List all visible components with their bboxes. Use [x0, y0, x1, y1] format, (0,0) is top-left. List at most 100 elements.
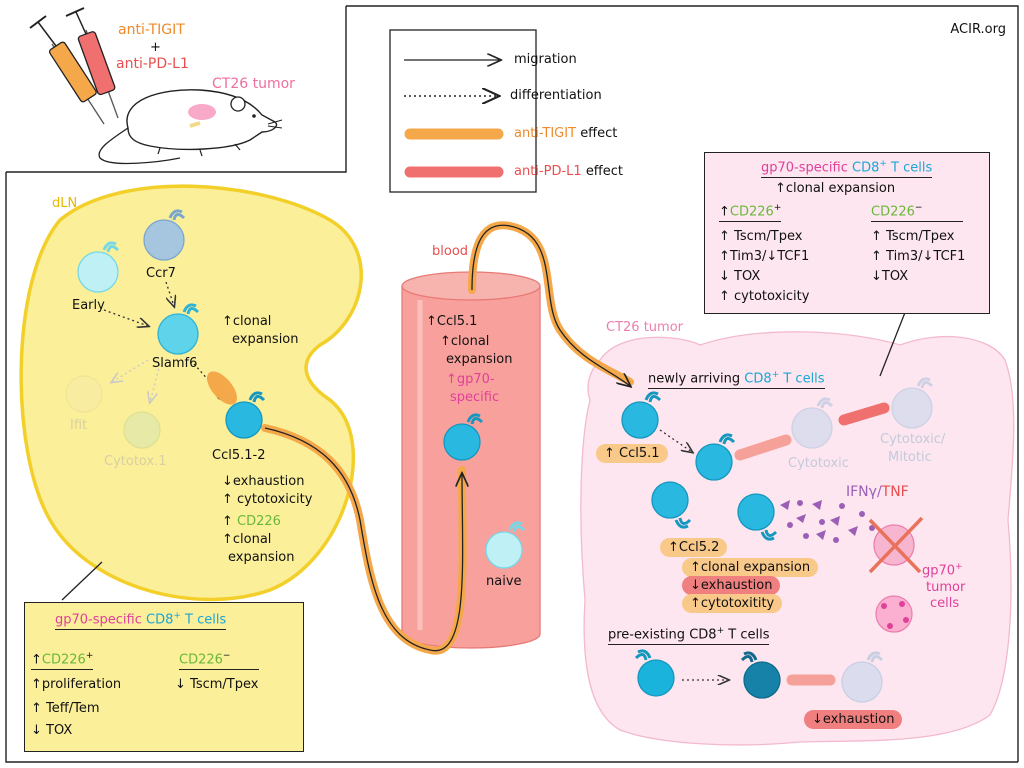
ccl5-effect-cd226: ↑ CD226: [222, 514, 281, 529]
site-label: ACIR.org: [950, 22, 1006, 37]
ifn-tnf-label: IFNγ/TNF: [846, 484, 909, 500]
cell-early: [77, 241, 120, 293]
tumor-box-neg-head: CD226−: [871, 203, 963, 222]
plus-sign: +: [150, 40, 161, 55]
dln-title: dLN: [52, 196, 78, 211]
cell-slamf6: [157, 303, 200, 355]
cell-ccr7: [143, 209, 186, 261]
slamf6-effect-2: expansion: [232, 332, 299, 347]
legend-tigit-effect: anti-TIGIT effect: [514, 126, 618, 141]
pdl1-effect-bar-2: [838, 402, 890, 426]
gp70-tumor-label-1: gp70+: [922, 562, 963, 579]
label-cytotoxic: Cytotoxic: [788, 456, 849, 471]
tumor-box-neg-2: ↑ Tim3/↓TCF1: [871, 249, 966, 264]
blood-effect-2: ↑clonal: [440, 334, 490, 349]
cell-naive: [485, 521, 526, 569]
syringe-pdl1: [65, 7, 119, 119]
cell-cytotox1: [123, 411, 161, 449]
cell-pre-1: [634, 649, 675, 697]
legend-box: [389, 29, 537, 193]
pdl1-effect-bar: [734, 434, 792, 461]
tumor-box-neg-1: ↑ Tscm/Tpex: [871, 229, 955, 244]
dln-box-pos-3: ↓ TOX: [31, 723, 73, 738]
tumor-box-pos-3: ↓ TOX: [719, 269, 761, 284]
dln-box-pos-2: ↑ Teff/Tem: [31, 701, 100, 716]
drug-anti-tigit: anti-TIGIT: [118, 22, 185, 38]
label-slamf6: Slamf6: [152, 356, 198, 371]
dln-box-pos-1: ↑proliferation: [31, 677, 122, 692]
blood-effect-5: specific: [450, 390, 500, 405]
legend-migration: migration: [514, 52, 577, 67]
blood-effect-4: ↑gp70-: [446, 372, 495, 387]
slamf6-to-ifit-arrow: [112, 359, 149, 382]
tumor-box-neg-3: ↓TOX: [871, 269, 909, 284]
label-ccr7: Ccr7: [146, 266, 176, 281]
newly-arriving-label: newly arriving CD8+ T cells: [648, 370, 825, 389]
gp70-tumor-label-3: cells: [930, 596, 960, 611]
tumor-box-clonal: ↑clonal expansion: [775, 181, 896, 196]
cell-ifit: [65, 375, 103, 413]
tumor-box-pos-4: ↑ cytotoxicity: [719, 289, 810, 304]
syringe-tigit: [29, 15, 105, 125]
legend-differentiation: differentiation: [510, 88, 602, 103]
dln-box-neg-head: CD226−: [179, 651, 259, 670]
pill-exhaustion: ↓exhaustion: [682, 576, 781, 595]
label-cytotox1: Cytotox.1: [104, 454, 167, 469]
cell-tumor-ccl51: [621, 391, 662, 439]
dln-summary-box: gp70-specific CD8+ T cells ↑CD226+ CD226…: [24, 602, 304, 752]
tumor-label: CT26 tumor: [212, 76, 295, 92]
tumor-box-pos-1: ↑ Tscm/Tpex: [719, 229, 803, 244]
label-early: Early: [72, 298, 105, 313]
blood-effect-1: ↑Ccl5.1: [426, 314, 478, 329]
cell-tumor-2: [695, 433, 736, 481]
pill-cytotoxicity: ↑cytotoxitity: [682, 594, 783, 613]
slamf6-effect-1: ↑clonal: [222, 314, 272, 329]
cell-tumor-3: [651, 481, 692, 529]
frame-line: [5, 172, 1018, 763]
ccl5-effect-cytotoxicity: ↑ cytotoxicity: [222, 492, 313, 507]
cell-pre-3: [841, 651, 884, 703]
tumor-title: CT26 tumor: [606, 320, 683, 335]
tumor-summary-box: gp70-specific CD8+ T cells ↑clonal expan…: [704, 152, 990, 314]
cell-cytotoxic: [791, 397, 834, 449]
label-ifit: Ifit: [70, 418, 88, 433]
ccl5-effect-clonal: ↑clonal: [222, 532, 272, 547]
mouse-illustration: [98, 89, 283, 165]
pill-ccl52: ↑Ccl5.2: [660, 538, 728, 557]
blood-effect-3: expansion: [446, 352, 513, 367]
frame-line: [346, 5, 1019, 762]
ccl5-effect-expansion: expansion: [228, 550, 295, 565]
drug-anti-pdl1: anti-PD-L1: [116, 56, 189, 72]
cell-cytotoxic-mitotic: [891, 377, 934, 429]
cell-tumor-4: [737, 493, 778, 541]
slamf6-to-cytotox-arrow: [150, 363, 161, 402]
ccr7-to-slamf6-arrow: [165, 281, 174, 306]
cell-pre-2: [740, 651, 781, 699]
cytokine-dots: [780, 500, 875, 543]
pill-clonal-expansion: ↑clonal expansion: [682, 558, 819, 577]
label-naive: naive: [486, 574, 522, 589]
dln-box-title: gp70-specific CD8+ T cells: [55, 611, 227, 630]
tumor-box-pos-head: ↑CD226+: [719, 203, 782, 222]
blood-title: blood: [432, 244, 469, 259]
tigit-effect-blob: [207, 371, 237, 405]
dln-box-pos-head: ↑CD226+: [31, 651, 94, 670]
tumor-cell: [875, 595, 913, 633]
label-cytotoxic-mitotic-2: Mitotic: [888, 450, 932, 465]
tumor-region-shape: [580, 331, 1015, 746]
tumor-box-pos-2: ↑Tim3/↓TCF1: [719, 249, 810, 264]
label-cytotoxic-mitotic-1: Cytotoxic/: [880, 432, 946, 447]
pill-pre-exhaustion: ↓exhaustion: [804, 710, 903, 729]
frame-line: [6, 6, 347, 173]
legend-pdl1-effect: anti-PD-L1 effect: [514, 164, 624, 179]
dln-box-neg-1: ↓ Tscm/Tpex: [175, 677, 259, 692]
pill-ccl51: ↑ Ccl5.1: [596, 444, 668, 463]
label-ccl5: Ccl5.1-2: [212, 448, 266, 463]
cell-blood-ccl5: [443, 413, 484, 461]
tumor-cell-killed: [868, 516, 924, 574]
ccl5-effect-exhaustion: ↓exhaustion: [222, 474, 305, 489]
cell-ccl5: [225, 391, 266, 439]
preexisting-label: pre-existing CD8+ T cells: [608, 626, 770, 645]
gp70-tumor-label-2: tumor: [926, 580, 966, 595]
tumor-box-title: gp70-specific CD8+ T cells: [761, 159, 933, 178]
